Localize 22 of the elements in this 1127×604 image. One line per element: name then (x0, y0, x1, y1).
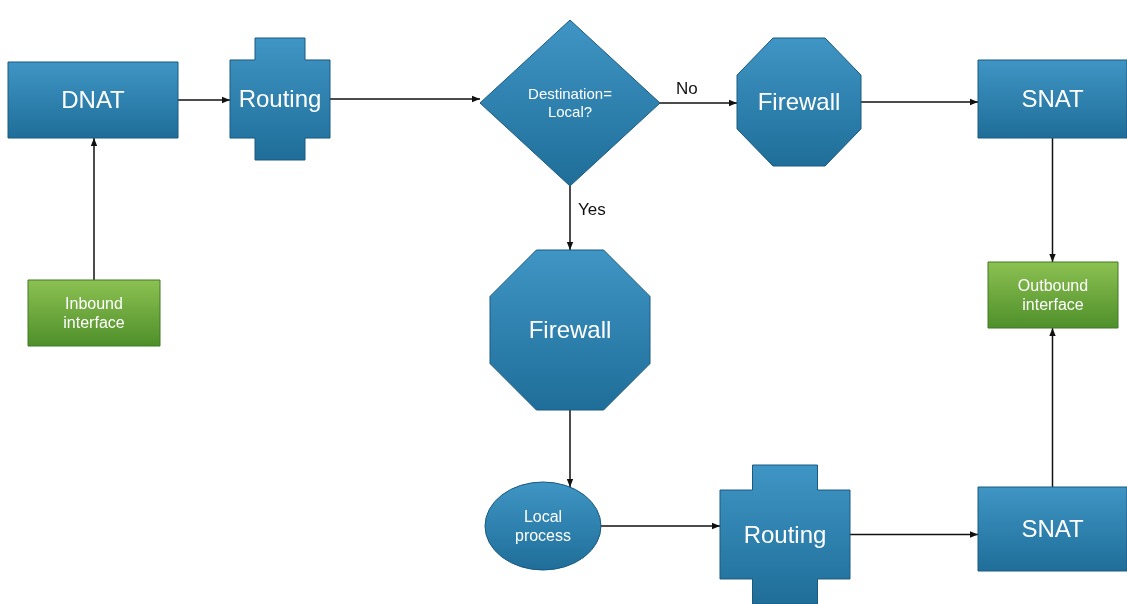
node-label: SNAT (1020, 84, 1085, 114)
arrow (1049, 137, 1056, 263)
node-label: Outbound interface (1016, 275, 1090, 315)
node-label: Firewall (527, 315, 613, 345)
arrow (659, 99, 738, 107)
arrow (600, 522, 721, 530)
node-label: Firewall (756, 87, 842, 117)
arrow (1049, 327, 1056, 488)
node-label: Inbound interface (62, 293, 126, 333)
node-label: Local process (514, 506, 572, 546)
arrow (566, 185, 574, 251)
arrow (566, 409, 574, 488)
node-label: Routing (742, 520, 828, 549)
node-label: SNAT (1020, 514, 1085, 544)
node-label: Destination= Local? (527, 85, 613, 121)
arrow (90, 137, 98, 281)
arrow (177, 96, 231, 104)
arrow (860, 98, 979, 106)
node-label: DNAT (60, 85, 126, 115)
arrow (849, 531, 979, 538)
arrow (329, 95, 481, 103)
node-label: Routing (237, 84, 323, 114)
